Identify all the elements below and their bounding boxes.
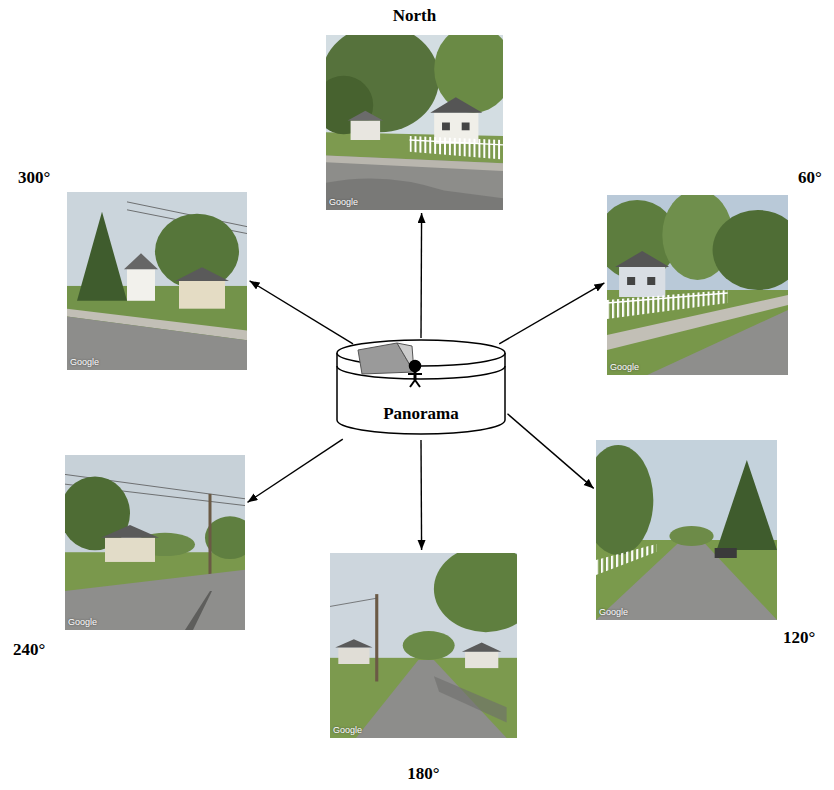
direction-label: 60° [798,168,822,188]
arrow-connector [250,281,353,344]
street-photo [67,192,247,370]
watermark: Google [599,607,628,617]
arrow-connector [499,283,604,344]
view-photo: 120° [596,440,777,620]
street-photo [314,25,513,210]
street-photo [583,440,777,620]
panorama-cylinder-drawing [337,340,505,434]
street-photo [597,190,803,375]
street-photo [60,455,255,630]
direction-label: 120° [783,628,815,648]
street-photo [330,546,538,738]
watermark: Google [333,725,362,735]
direction-label: 300° [18,168,50,188]
panorama-cylinder: Panorama [336,340,506,438]
view-photo: 60° [607,195,788,375]
view-photo: North [326,35,503,210]
view-photo: 240° [65,455,245,630]
arrow-connector [420,213,422,338]
watermark: Google [610,362,639,372]
direction-label: North [393,6,436,26]
panorama-label: Panorama [383,404,459,424]
arrow-connector [248,439,343,502]
watermark: Google [329,197,358,207]
view-photo: 180° [330,553,517,738]
view-photo: 300° [67,192,247,370]
arrow-connector [420,440,422,550]
watermark: Google [70,357,99,367]
direction-label: 180° [407,764,439,784]
arrow-connector [508,414,594,489]
watermark: Google [68,617,97,627]
direction-label: 240° [13,640,45,660]
